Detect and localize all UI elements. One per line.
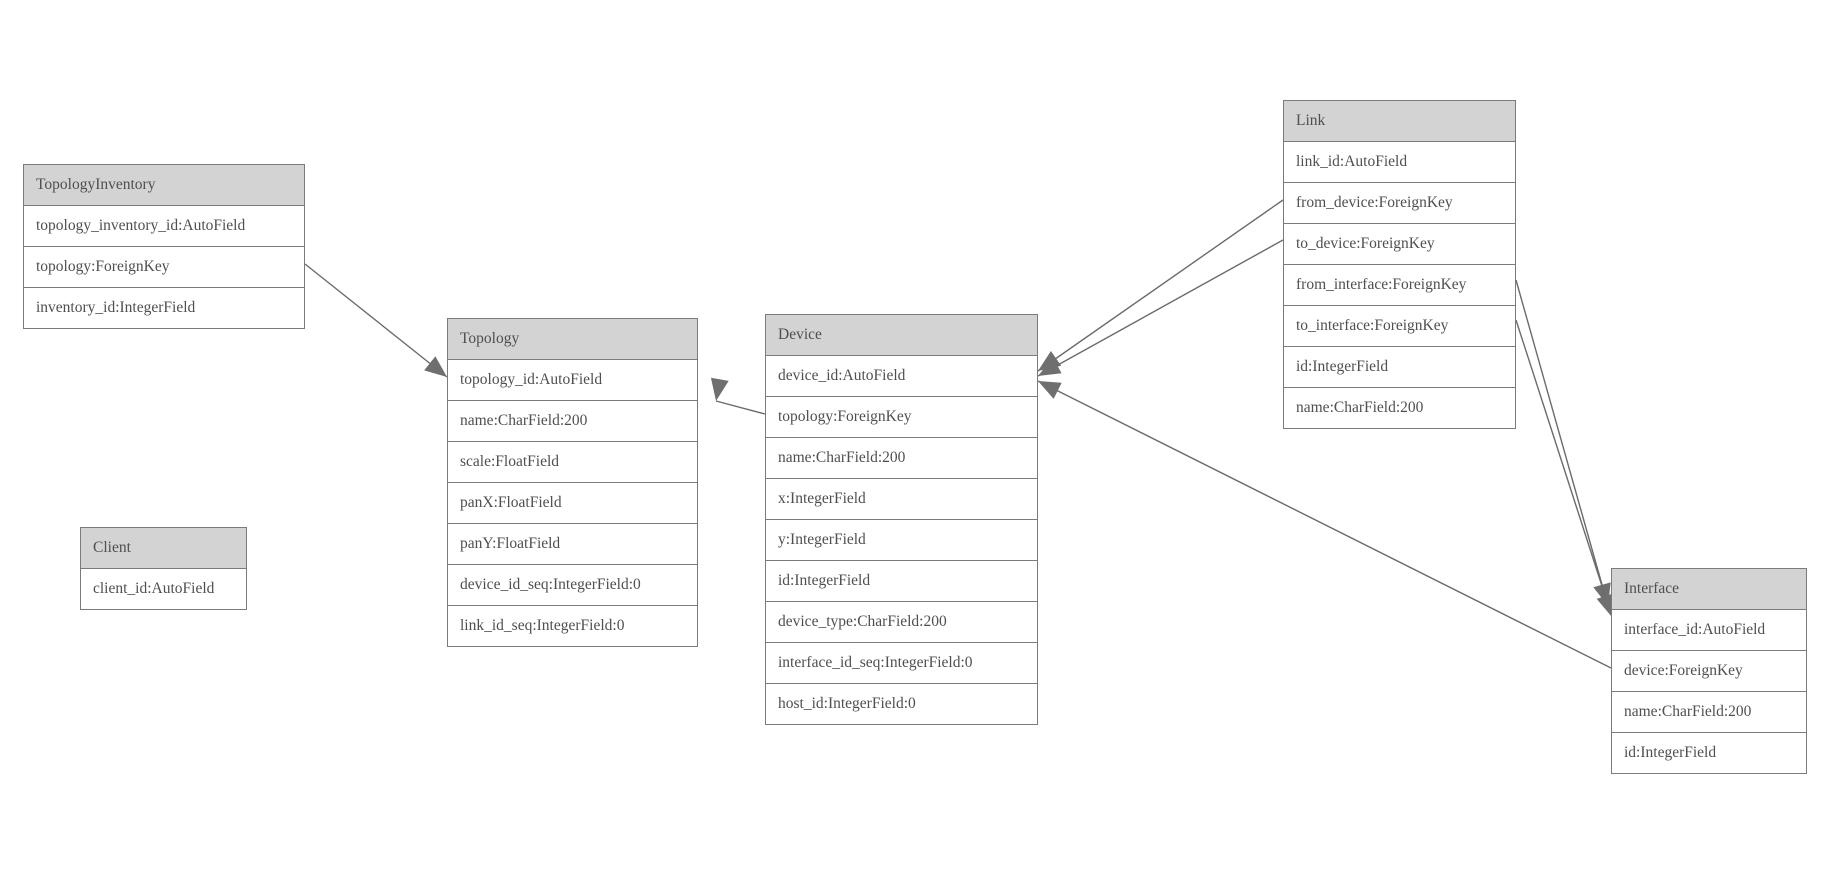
interface-device-edge-line	[1037, 380, 1612, 669]
field-link-name: name:CharField:200	[1284, 388, 1515, 428]
field-pany: panY:FloatField	[448, 524, 697, 565]
field-from-interface: from_interface:ForeignKey	[1284, 265, 1515, 306]
field-interface-name: name:CharField:200	[1612, 692, 1806, 733]
field-link-id-plain: id:IntegerField	[1284, 347, 1515, 388]
field-device-y: y:IntegerField	[766, 520, 1037, 561]
entity-link-title: Link	[1284, 101, 1515, 142]
entity-client-title: Client	[81, 528, 246, 569]
link-to-device-edge-arrowhead	[1038, 357, 1062, 376]
field-host-id: host_id:IntegerField:0	[766, 684, 1037, 724]
field-to-device: to_device:ForeignKey	[1284, 224, 1515, 265]
field-device-id: device_id:AutoField	[766, 356, 1037, 397]
field-device-name: name:CharField:200	[766, 438, 1037, 479]
field-scale: scale:FloatField	[448, 442, 697, 483]
entity-topology-title: Topology	[448, 319, 697, 360]
field-device-type: device_type:CharField:200	[766, 602, 1037, 643]
field-name: name:CharField:200	[448, 401, 697, 442]
field-to-interface: to_interface:ForeignKey	[1284, 306, 1515, 347]
field-device-topology-fk: topology:ForeignKey	[766, 397, 1037, 438]
link-to-interface-edge-line	[1515, 319, 1613, 618]
field-interface-id-plain: id:IntegerField	[1612, 733, 1806, 773]
field-from-device: from_device:ForeignKey	[1284, 183, 1515, 224]
field-device-id-plain: id:IntegerField	[766, 561, 1037, 602]
entity-device-title: Device	[766, 315, 1037, 356]
interface-device-edge-arrowhead	[1038, 381, 1062, 399]
entity-interface: Interface interface_id:AutoField device:…	[1611, 568, 1807, 774]
field-interface-id: interface_id:AutoField	[1612, 610, 1806, 651]
entity-topologyinventory: TopologyInventory topology_inventory_id:…	[23, 164, 305, 329]
field-topology-id: topology_id:AutoField	[448, 360, 697, 401]
topologyinventory-topology-edge-arrowhead	[424, 356, 447, 377]
entity-link: Link link_id:AutoField from_device:Forei…	[1283, 100, 1516, 429]
entity-device: Device device_id:AutoField topology:Fore…	[765, 314, 1038, 725]
device-topology-edge-line	[715, 400, 766, 415]
field-interface-id-seq: interface_id_seq:IntegerField:0	[766, 643, 1037, 684]
entity-client: Client client_id:AutoField	[80, 527, 247, 610]
field-topology-fk: topology:ForeignKey	[24, 247, 304, 288]
entity-topologyinventory-title: TopologyInventory	[24, 165, 304, 206]
device-topology-edge-arrowhead	[710, 377, 729, 401]
field-link-id-seq: link_id_seq:IntegerField:0	[448, 606, 697, 646]
entity-topology: Topology topology_id:AutoField name:Char…	[447, 318, 698, 647]
field-topology-inventory-id: topology_inventory_id:AutoField	[24, 206, 304, 247]
field-panx: panX:FloatField	[448, 483, 697, 524]
field-device-id-seq: device_id_seq:IntegerField:0	[448, 565, 697, 606]
field-link-id: link_id:AutoField	[1284, 142, 1515, 183]
topologyinventory-topology-edge-line	[304, 263, 448, 378]
entity-interface-title: Interface	[1612, 569, 1806, 610]
link-to-interface-edge-arrowhead	[1596, 593, 1614, 617]
field-device-x: x:IntegerField	[766, 479, 1037, 520]
link-from-interface-edge-line	[1515, 279, 1609, 607]
field-interface-device-fk: device:ForeignKey	[1612, 651, 1806, 692]
field-inventory-id: inventory_id:IntegerField	[24, 288, 304, 328]
link-to-device-edge-line	[1037, 239, 1284, 377]
link-from-device-edge-line	[1037, 199, 1284, 372]
field-client-id: client_id:AutoField	[81, 569, 246, 609]
